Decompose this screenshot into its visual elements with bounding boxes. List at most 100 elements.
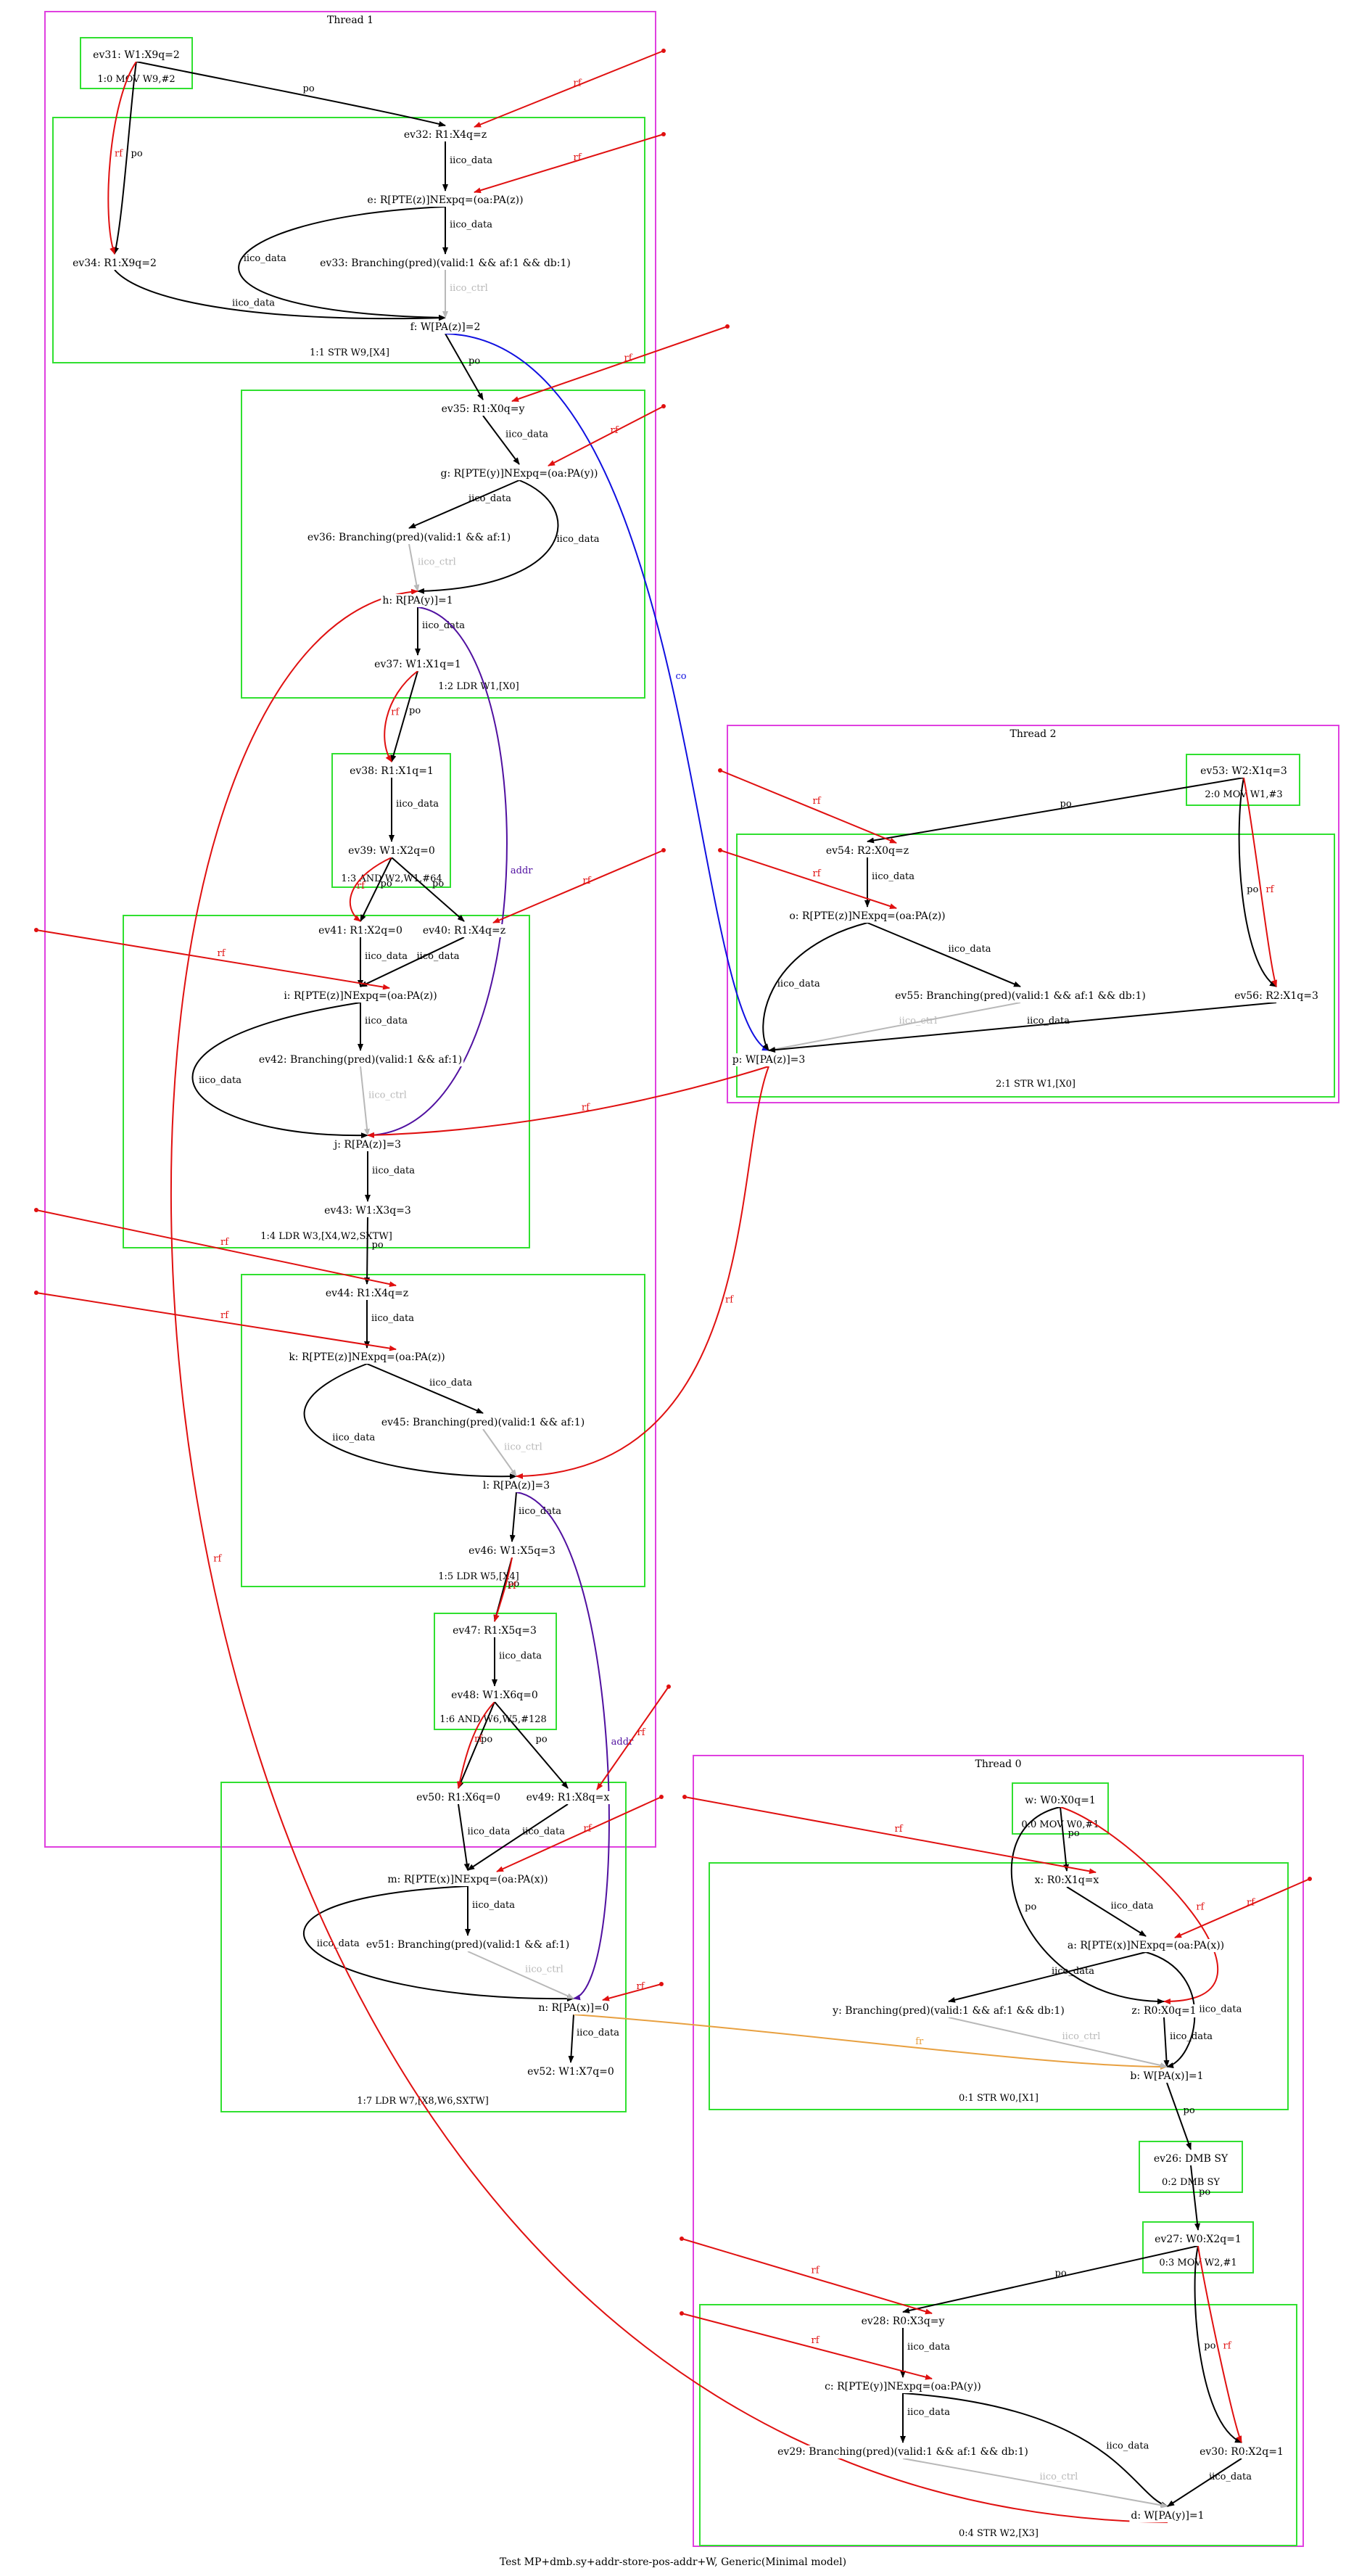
edge-rf: rf [170, 588, 1168, 2523]
edge-label: iico_data [244, 253, 286, 264]
edge-rf-initial: rf [1174, 1878, 1310, 1938]
event-node-bg [331, 1138, 403, 1151]
edge-label: iico_data [365, 951, 408, 962]
edge-po: iico_data [365, 1151, 415, 1202]
event-node-bg [402, 128, 489, 141]
edge-rf-initial: rf [548, 406, 664, 466]
edge-label: rf [813, 796, 822, 807]
edge-rf-initial: rf [474, 50, 664, 128]
edge-po: iico_data [358, 1003, 408, 1051]
event-node-ev40: ev40: R1:X4q=z [423, 925, 505, 937]
instruction-i16: 1:6 AND W6,W5,#128 [434, 1613, 557, 1730]
event-node-a: a: R[PTE(x)]NExpq=(oa:PA(x)) [1068, 1940, 1224, 1951]
edge-label: rf [583, 876, 592, 886]
event-node-bg [859, 2315, 946, 2328]
edge-label: iico_data [907, 2407, 950, 2418]
instruction-label: 1:4 LDR W3,[X4,W2,SXTW] [260, 1231, 392, 1242]
instruction-label: 1:5 LDR W5,[X4] [438, 1571, 519, 1582]
event-node-bg [282, 989, 439, 1003]
edge-po: iico_data [465, 1886, 515, 1936]
edge-po: iico_data [1167, 2458, 1252, 2507]
edge-label: iico_data [1199, 2004, 1242, 2015]
edge-rf-initial: rf [36, 929, 390, 990]
edge-po: iico_data [467, 1803, 569, 1871]
edge-po: po [1238, 777, 1277, 987]
edge-label: iico_ctrl [899, 1016, 938, 1026]
event-node-bg [71, 257, 158, 270]
edge-label: po [1055, 2268, 1067, 2279]
instruction-i00: 0:0 MOV W0,#1 [1012, 1782, 1109, 1835]
edge-label: rf [1266, 884, 1274, 895]
edge-po: iico_data [417, 480, 600, 594]
edge-label: po [1247, 884, 1258, 895]
edge-iico_ctrl: iico_ctrl [482, 1428, 542, 1477]
edge-label: po [1204, 2341, 1215, 2352]
edge-label: rf [220, 1310, 229, 1321]
edge-label: iico_data [468, 1827, 511, 1838]
event-node-e: e: R[PTE(z)]NExpq=(oa:PA(z)) [367, 194, 523, 206]
edge-label: iico_ctrl [1040, 2472, 1078, 2482]
edge-label: iico_data [949, 944, 991, 955]
edge-label: iico_data [232, 298, 275, 309]
thread-label: Thread 0 [975, 1758, 1022, 1770]
event-node-b: b: W[PA(x)]=1 [1130, 2070, 1203, 2082]
event-node-ev28: ev28: R0:X3q=y [862, 2316, 945, 2327]
event-node-ev49: ev49: R1:X8q=x [527, 1792, 610, 1803]
instruction-label: 0:2 DMB SY [1162, 2177, 1220, 2188]
event-node-bg [451, 1624, 538, 1637]
edge-po: iico_data [867, 922, 1021, 987]
edge-po: po [391, 857, 465, 922]
event-node-ev54: ev54: R2:X0q=z [826, 845, 909, 857]
diagram-caption: Test MP+dmb.sy+addr-store-pos-addr+W, Ge… [500, 2556, 846, 2568]
edge-label: iico_data [499, 1651, 542, 1662]
edge-po: iico_data [442, 207, 492, 255]
instruction-i13: 1:3 AND W2,W1,#64 [331, 753, 451, 888]
event-node-bg [730, 1053, 807, 1066]
event-node-y: y: Branching(pred)(valid:1 && af:1 && db… [832, 2005, 1065, 2017]
edge-rf: rf [493, 1557, 517, 1622]
event-node-ev33: ev33: Branching(pred)(valid:1 && af:1 &&… [320, 258, 571, 269]
edge-label: rf [115, 148, 123, 159]
edge-label: po [536, 1735, 548, 1745]
event-node-bg [364, 1938, 571, 1951]
edge-label: iico_data [429, 1378, 472, 1388]
event-node-p: p: W[PA(z)]=3 [732, 1054, 806, 1066]
event-node-bg [323, 1204, 413, 1217]
edge-label: po [409, 706, 421, 717]
event-node-bg [1023, 1794, 1097, 1807]
event-node-bg [318, 257, 572, 270]
edge-label: rf [611, 425, 619, 436]
edge-po: iico_data [364, 1300, 414, 1349]
edge-po: iico_data [458, 1803, 511, 1871]
edge-label: iico_data [519, 1506, 561, 1517]
edge-label: iico_data [1106, 2440, 1149, 2451]
event-node-bg [537, 2001, 611, 2015]
event-node-d: d: W[PA(y)]=1 [1131, 2510, 1204, 2522]
edge-po: iico_data [303, 1363, 517, 1480]
edge-label: iico_data [557, 534, 600, 545]
edge-label: rf [220, 1237, 229, 1248]
instruction-i11: 1:1 STR W9,[X4] [52, 117, 645, 363]
edge-label: rf [895, 1824, 904, 1835]
edge-co: co [445, 333, 769, 1051]
edge-label: po [131, 148, 143, 159]
event-node-bg [1130, 2004, 1198, 2017]
edge-po: iico_data [568, 2014, 619, 2063]
event-node-ev35: ev35: R1:X0q=y [442, 403, 525, 415]
event-node-ev31: ev31: W1:X9q=2 [93, 49, 180, 61]
edge-po: po [458, 1701, 495, 1789]
instruction-i15: 1:5 LDR W5,[X4] [241, 1274, 645, 1587]
edge-label: po [468, 356, 480, 367]
edge-label: fr [915, 2036, 924, 2047]
edge-label: rf [474, 1734, 483, 1745]
edge-po: po [364, 1217, 384, 1285]
event-node-z: z: R0:X0q=1 [1131, 2005, 1196, 2017]
event-node-bg [467, 1544, 557, 1557]
instruction-label: 2:0 MOV W1,#3 [1205, 789, 1282, 800]
event-node-bg [1129, 2509, 1206, 2522]
edge-po: iico_data [366, 1363, 484, 1414]
event-node-bg [439, 467, 600, 480]
edge-iico_ctrl: iico_ctrl [948, 2017, 1168, 2068]
event-node-ev52: ev52: W1:X7q=0 [527, 2066, 614, 2078]
event-node-ev43: ev43: W1:X3q=3 [324, 1205, 411, 1217]
